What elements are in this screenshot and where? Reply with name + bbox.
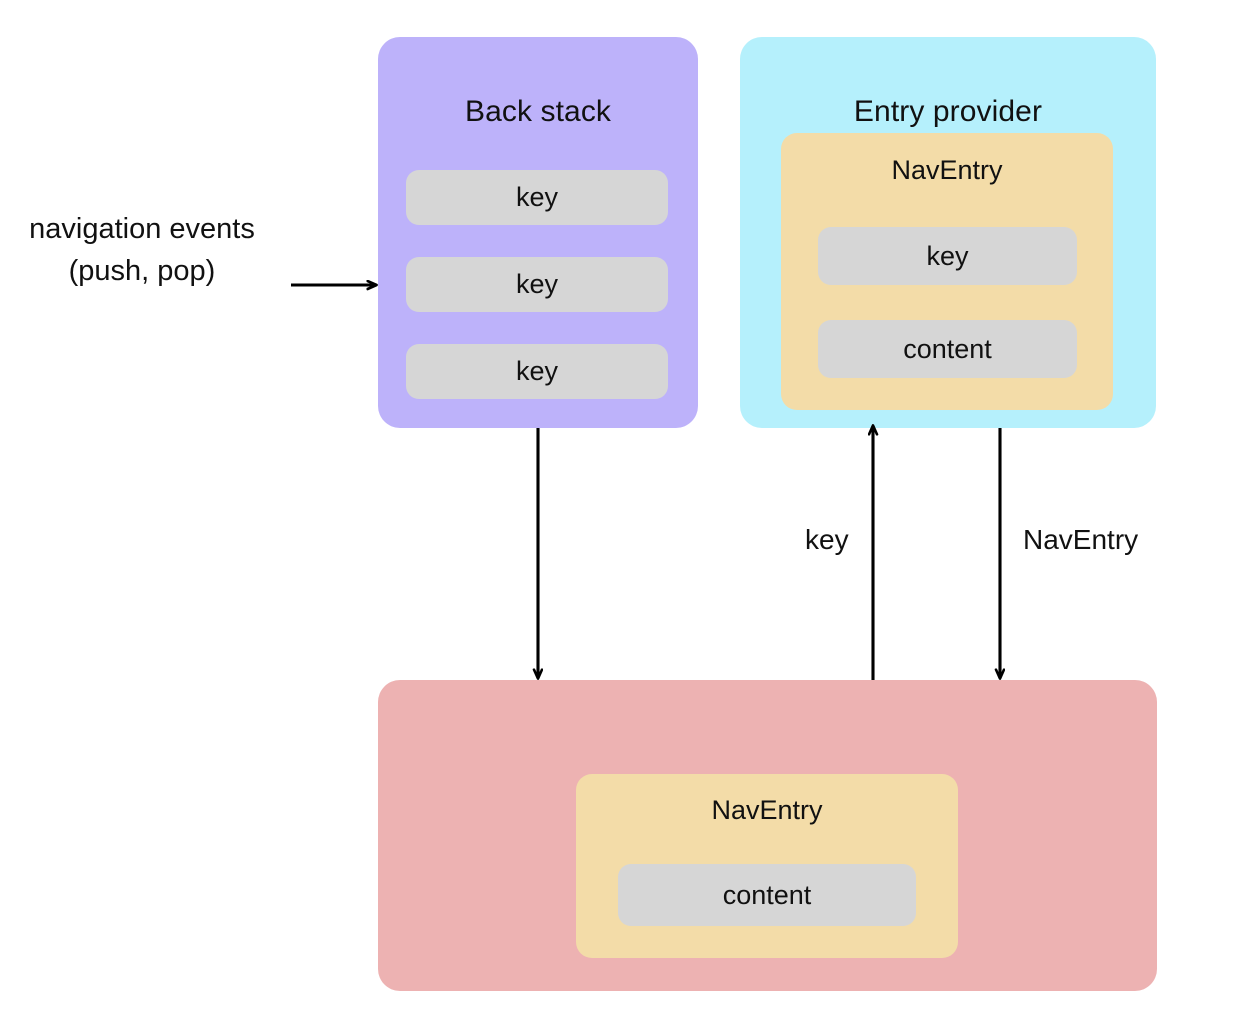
entry-provider-title: Entry provider	[853, 95, 1043, 128]
nav-display-nav-entry-title: NavEntry	[711, 795, 823, 825]
edge-label-naventry: NavEntry	[1023, 524, 1139, 555]
navigation-events-line1: navigation events	[29, 213, 255, 245]
edge-label-key: key	[805, 524, 849, 555]
entry-provider-content-chip: content	[818, 320, 1077, 378]
back-stack-key-chip: key	[406, 170, 668, 225]
back-stack-key-chip: key	[406, 257, 668, 312]
entry-provider-key-chip: key	[818, 227, 1077, 285]
nav-display-content-chip: content	[618, 864, 916, 926]
back-stack-key-chip: key	[406, 344, 668, 399]
navigation-events-line2: (push, pop)	[68, 255, 216, 288]
entry-provider-nav-entry-title: NavEntry	[891, 155, 1003, 185]
navigation-events-label: navigation events (push, pop)	[6, 208, 278, 292]
back-stack-title: Back stack	[464, 95, 612, 128]
